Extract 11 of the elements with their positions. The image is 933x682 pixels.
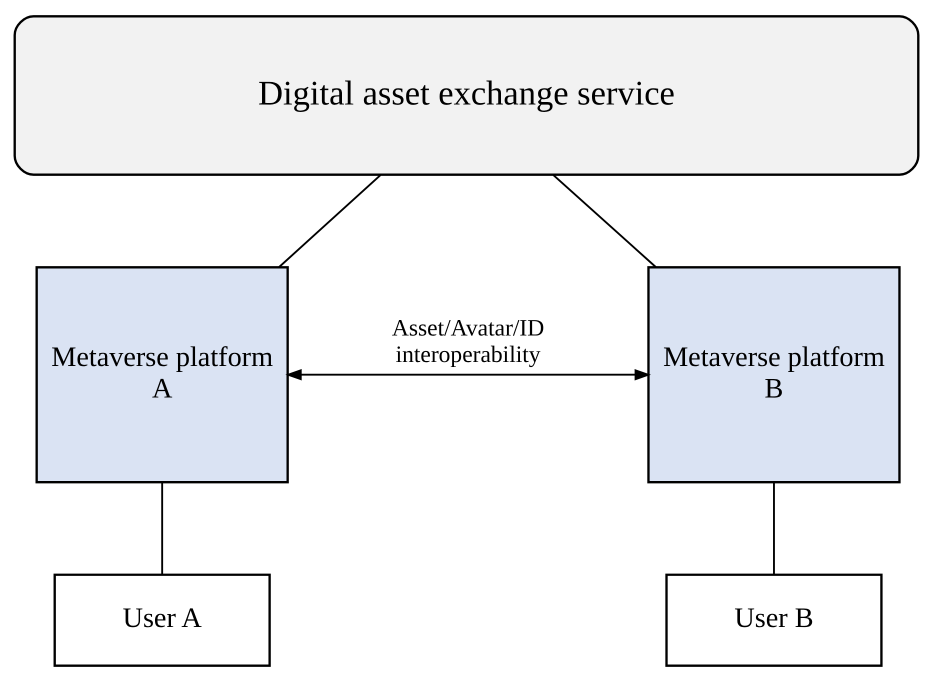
node-box: User B: [665, 574, 883, 667]
connector: [552, 174, 656, 268]
node-box: Metaverse platform A: [36, 266, 289, 484]
connector: [773, 482, 775, 574]
node-box: Metaverse platform B: [647, 266, 901, 484]
node-box: Digital asset exchange service: [14, 15, 920, 176]
connector: [161, 482, 164, 574]
connector: [278, 174, 382, 268]
arrow: [285, 369, 651, 380]
node-box: User A: [54, 574, 271, 667]
edge-label: Asset/Avatar/ID interoperability: [392, 316, 544, 368]
